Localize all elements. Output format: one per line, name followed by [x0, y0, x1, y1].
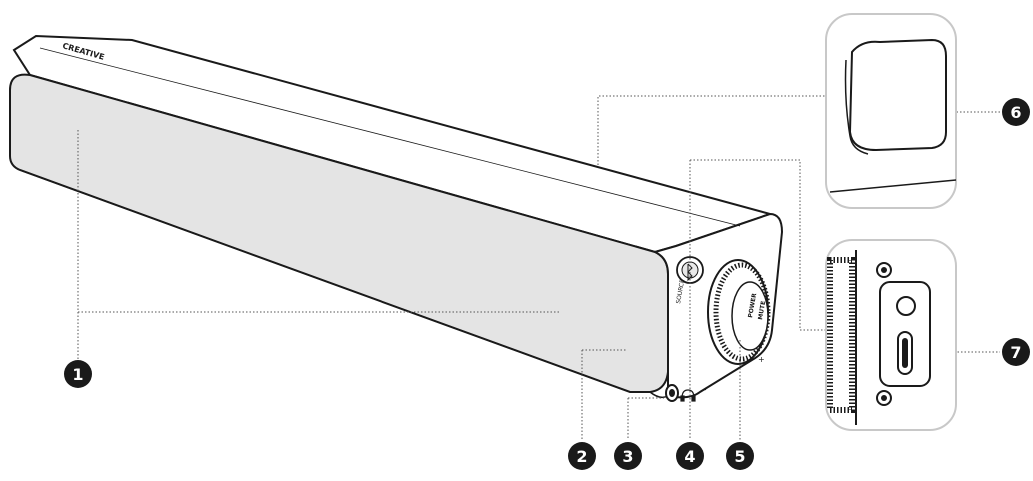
inset-surface-line [829, 179, 957, 193]
volume-minus: – [702, 385, 707, 395]
volume-plus: + [758, 355, 765, 364]
svg-text:1: 1 [72, 365, 83, 384]
mute-label: MUTE [757, 300, 767, 320]
inset-knob-ridges [827, 257, 855, 413]
svg-text:4: 4 [684, 447, 695, 466]
callout-1: 1 [64, 360, 92, 388]
callout-7: 7 [1002, 338, 1030, 366]
callout-4: 4 [676, 442, 704, 470]
svg-text:7: 7 [1010, 343, 1021, 362]
callout-6: 6 [1002, 98, 1030, 126]
soundbar [9, 34, 784, 399]
top-crease [39, 47, 741, 227]
leader-4 [689, 159, 826, 440]
volume-knob [707, 259, 771, 365]
source-label: SOURCE [675, 279, 686, 305]
inset-button-shape [848, 38, 947, 152]
callout-5: 5 [726, 442, 754, 470]
svg-text:3: 3 [622, 447, 633, 466]
callout-2: 2 [568, 442, 596, 470]
callout-3: 3 [614, 442, 642, 470]
callout-badges: 1 2 3 4 5 6 7 [64, 98, 1030, 470]
bluetooth-icon [687, 263, 693, 282]
headphone-jack [665, 384, 679, 402]
power-label: POWER [747, 292, 758, 318]
inset-button-detail [825, 13, 957, 209]
leader-3 [627, 397, 664, 440]
svg-text:2: 2 [576, 447, 587, 466]
leader-6 [597, 95, 826, 165]
svg-text:5: 5 [734, 447, 745, 466]
headphone-icon [680, 389, 696, 402]
inset-button-edge [844, 59, 869, 155]
leader-2 [581, 349, 626, 440]
svg-text:6: 6 [1010, 103, 1021, 122]
port-pinhole [896, 296, 916, 316]
inset-port-detail [825, 239, 957, 431]
grille-edge [29, 74, 656, 253]
